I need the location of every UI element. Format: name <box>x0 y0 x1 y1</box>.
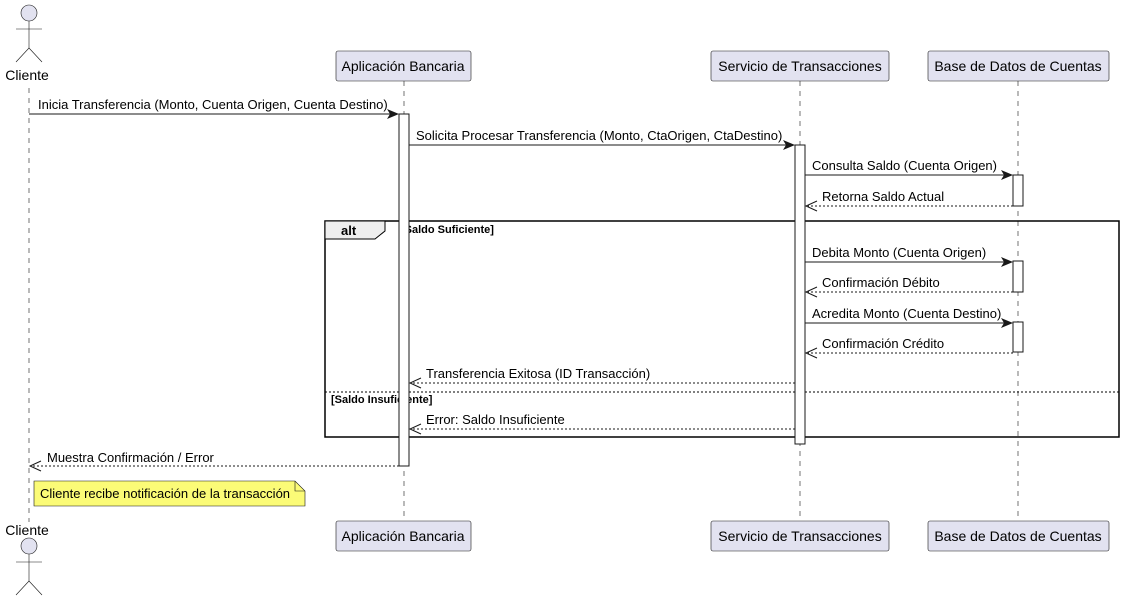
message-error-saldo: Error: Saldo Insuficiente <box>408 412 795 435</box>
message-debita-monto: Debita Monto (Cuenta Origen) <box>805 245 1013 267</box>
participant-label: Base de Datos de Cuentas <box>934 528 1101 544</box>
svg-text:Muestra Confirmación / Error: Muestra Confirmación / Error <box>47 450 215 465</box>
participant-label: Servicio de Transacciones <box>718 58 881 74</box>
svg-text:Confirmación Débito: Confirmación Débito <box>822 275 940 290</box>
participant-db-bottom: Base de Datos de Cuentas <box>927 520 1110 552</box>
message-retorna-saldo: Retorna Saldo Actual <box>804 189 1013 212</box>
svg-text:Inicia Transferencia (Monto, C: Inicia Transferencia (Monto, Cuenta Orig… <box>38 97 388 112</box>
svg-text:Consulta Saldo (Cuenta Origen): Consulta Saldo (Cuenta Origen) <box>812 158 997 173</box>
note-text: Cliente recibe notificación de la transa… <box>40 486 290 501</box>
participant-app-top: Aplicación Bancaria <box>335 50 472 82</box>
message-inicia-transferencia: Inicia Transferencia (Monto, Cuenta Orig… <box>29 97 399 119</box>
note-cliente: Cliente recibe notificación de la transa… <box>33 480 306 507</box>
actor-label-top: Cliente <box>5 67 49 83</box>
message-confirmacion-debito: Confirmación Débito <box>804 275 1013 298</box>
participant-svc-bottom: Servicio de Transacciones <box>710 520 890 552</box>
participant-svc-top: Servicio de Transacciones <box>710 50 890 82</box>
participant-label: Base de Datos de Cuentas <box>934 58 1101 74</box>
svg-text:Error: Saldo Insuficiente: Error: Saldo Insuficiente <box>426 412 565 427</box>
participant-label: Aplicación Bancaria <box>342 528 465 544</box>
actor-head-icon <box>20 537 38 555</box>
actor-cliente-top: Cliente <box>5 4 49 83</box>
participant-label: Servicio de Transacciones <box>718 528 881 544</box>
activation-svc <box>794 144 806 445</box>
alt-guard-suficiente: [Saldo Suficiente] <box>401 224 494 236</box>
svg-text:Transferencia Exitosa (ID Tran: Transferencia Exitosa (ID Transacción) <box>426 366 650 381</box>
svg-text:Solicita Procesar Transferenci: Solicita Procesar Transferencia (Monto, … <box>416 128 782 143</box>
message-confirmacion-credito: Confirmación Crédito <box>804 336 1013 359</box>
activation-db-1 <box>1012 174 1024 207</box>
alt-fragment: alt [Saldo Suficiente] [Saldo Insuficien… <box>324 220 1120 438</box>
alt-keyword: alt <box>341 223 357 238</box>
participant-app-bottom: Aplicación Bancaria <box>335 520 472 552</box>
activation-app <box>398 113 410 467</box>
actor-head-icon <box>20 4 38 22</box>
svg-text:Confirmación Crédito: Confirmación Crédito <box>822 336 944 351</box>
message-acredita-monto: Acredita Monto (Cuenta Destino) <box>805 306 1013 328</box>
message-muestra-confirmacion: Muestra Confirmación / Error <box>28 450 399 472</box>
activation-db-3 <box>1012 321 1024 353</box>
activation-db-2 <box>1012 260 1024 293</box>
message-consulta-saldo: Consulta Saldo (Cuenta Origen) <box>805 158 1013 180</box>
svg-text:Retorna Saldo Actual: Retorna Saldo Actual <box>822 189 944 204</box>
alt-guard-insuficiente: [Saldo Insuficiente] <box>331 394 433 406</box>
actor-cliente-bottom: Cliente <box>5 522 49 596</box>
svg-text:Debita Monto (Cuenta Origen): Debita Monto (Cuenta Origen) <box>812 245 986 260</box>
participant-label: Aplicación Bancaria <box>342 58 465 74</box>
message-transferencia-exitosa: Transferencia Exitosa (ID Transacción) <box>408 366 795 389</box>
svg-text:Acredita Monto (Cuenta Destino: Acredita Monto (Cuenta Destino) <box>812 306 1001 321</box>
participant-db-top: Base de Datos de Cuentas <box>927 50 1110 82</box>
actor-label-bottom: Cliente <box>5 522 49 538</box>
message-solicita-procesar: Solicita Procesar Transferencia (Monto, … <box>409 128 795 150</box>
